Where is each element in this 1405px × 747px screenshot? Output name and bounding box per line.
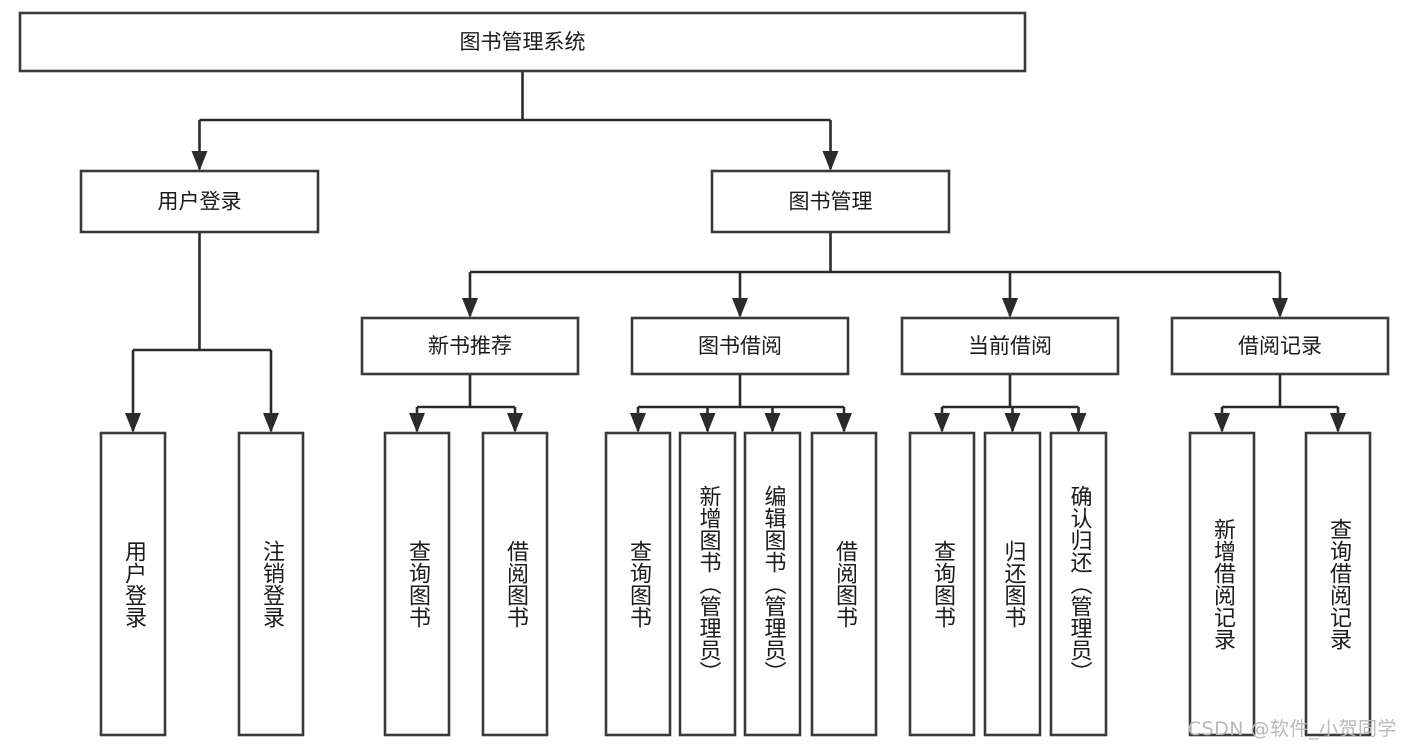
root-arrow-1 xyxy=(822,151,839,171)
leaf-0-node[interactable] xyxy=(99,431,167,737)
leaf-12-node[interactable] xyxy=(1304,431,1372,737)
login-arrow-0 xyxy=(125,413,141,433)
record-arrow-0 xyxy=(1214,413,1230,433)
leaf-10-box[interactable] xyxy=(1049,431,1108,737)
leaf-3-node[interactable] xyxy=(481,431,549,737)
level3-3-label: 借阅记录 xyxy=(1238,334,1322,358)
leaf-2-box[interactable] xyxy=(383,431,451,737)
leaf-8-box[interactable] xyxy=(908,431,976,737)
book-mgmt-arrow-2 xyxy=(1002,298,1018,318)
level2-1-box[interactable] xyxy=(710,169,951,234)
root-label: 图书管理系统 xyxy=(460,30,586,54)
borrow-arrow-1 xyxy=(699,413,716,433)
leaf-6-box[interactable] xyxy=(743,431,802,737)
current-arrow-2 xyxy=(1070,413,1087,433)
newbook-arrow-1 xyxy=(507,413,523,433)
level3-0-node[interactable] xyxy=(360,316,580,376)
leaf-11-node[interactable] xyxy=(1188,431,1256,737)
leaf-7-node[interactable] xyxy=(810,431,878,737)
leaf-11-box[interactable] xyxy=(1188,431,1256,737)
leaf-2-node[interactable] xyxy=(383,431,451,737)
level3-1-box[interactable] xyxy=(630,316,850,376)
level3-1-node[interactable] xyxy=(630,316,850,376)
level3-0-box[interactable] xyxy=(360,316,580,376)
level3-3-node[interactable] xyxy=(1170,316,1390,376)
root-arrow-0 xyxy=(191,151,208,171)
level2-1-node[interactable] xyxy=(710,169,951,234)
level3-3-box[interactable] xyxy=(1170,316,1390,376)
root-node[interactable] xyxy=(18,11,1027,73)
level2-1-label: 图书管理 xyxy=(789,190,873,214)
book-mgmt-arrow-3 xyxy=(1272,298,1288,318)
connectors-layer xyxy=(125,71,1346,433)
leaf-7-box[interactable] xyxy=(810,431,878,737)
leaf-1-box[interactable] xyxy=(237,431,305,737)
leaf-1-node[interactable] xyxy=(237,431,305,737)
leaf-12-box[interactable] xyxy=(1304,431,1372,737)
level3-2-label: 当前借阅 xyxy=(968,334,1052,358)
borrow-arrow-2 xyxy=(764,413,781,433)
level2-0-label: 用户登录 xyxy=(158,190,242,214)
level3-2-box[interactable] xyxy=(900,316,1120,376)
leaf-9-box[interactable] xyxy=(983,431,1042,737)
boxes-layer xyxy=(18,11,1390,737)
leaf-3-box[interactable] xyxy=(481,431,549,737)
level3-0-label: 新书推荐 xyxy=(428,334,512,358)
leaf-5-node[interactable] xyxy=(678,431,737,737)
leaf-10-node[interactable] xyxy=(1049,431,1108,737)
level3-2-node[interactable] xyxy=(900,316,1120,376)
login-arrow-1 xyxy=(263,413,279,433)
leaf-4-box[interactable] xyxy=(604,431,672,737)
borrow-arrow-0 xyxy=(630,413,646,433)
level2-0-node[interactable] xyxy=(79,169,320,234)
leaf-8-node[interactable] xyxy=(908,431,976,737)
leaf-6-node[interactable] xyxy=(743,431,802,737)
borrow-arrow-3 xyxy=(836,413,852,433)
csdn-watermark: CSDN @软件_小贺同学 xyxy=(1187,718,1397,740)
book-mgmt-arrow-1 xyxy=(732,298,748,318)
leaf-5-box[interactable] xyxy=(678,431,737,737)
leaf-9-node[interactable] xyxy=(983,431,1042,737)
current-arrow-0 xyxy=(934,413,950,433)
record-arrow-1 xyxy=(1330,413,1346,433)
book-mgmt-arrow-0 xyxy=(462,298,478,318)
current-arrow-1 xyxy=(1004,413,1021,433)
leaf-4-node[interactable] xyxy=(604,431,672,737)
root-box[interactable] xyxy=(18,11,1027,73)
leaf-0-box[interactable] xyxy=(99,431,167,737)
level2-0-box[interactable] xyxy=(79,169,320,234)
level3-1-label: 图书借阅 xyxy=(698,334,782,358)
newbook-arrow-0 xyxy=(409,413,425,433)
